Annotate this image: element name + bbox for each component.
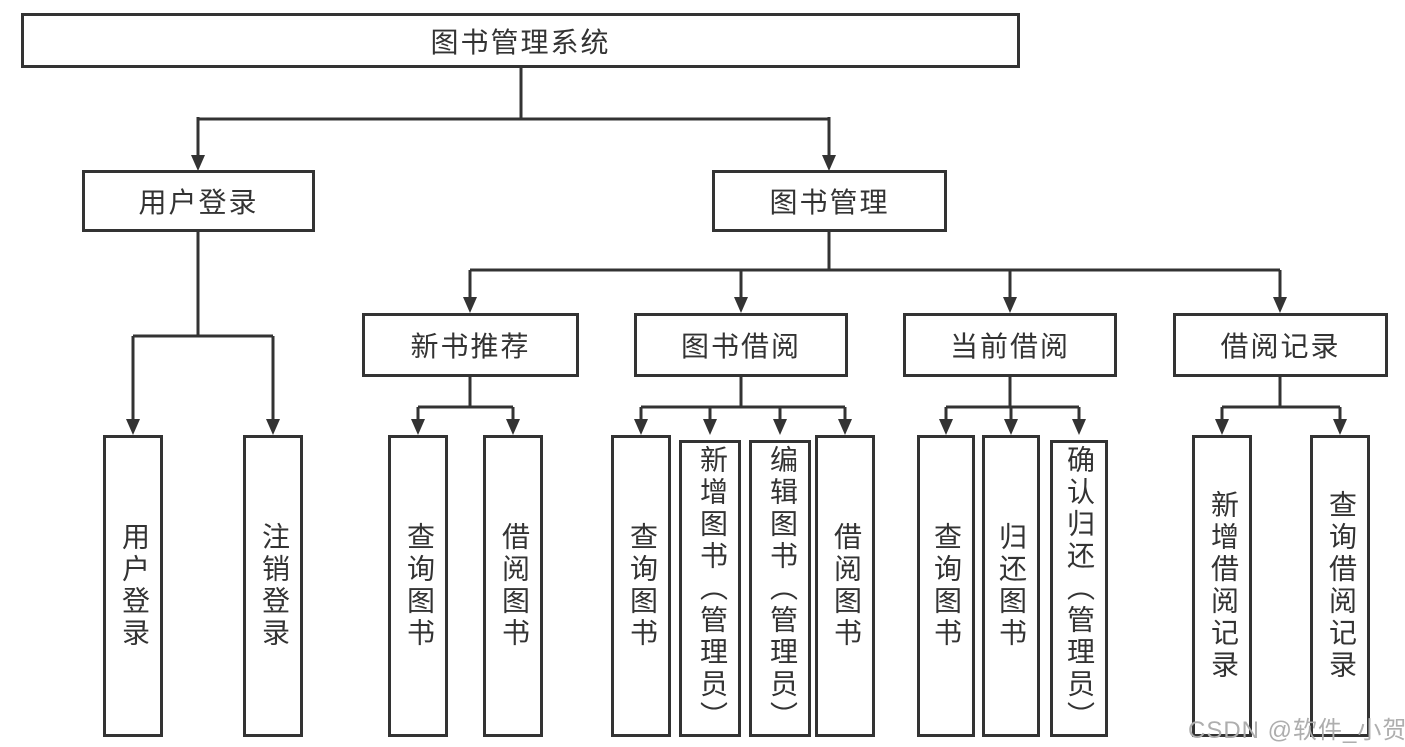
csdn-watermark: CSDN @软件_小贺同学 [1188,717,1405,744]
node-current-borrowing: 当前借阅 [903,313,1117,377]
leaf-return-books: 归还图书 [982,435,1040,737]
leaf-logout: 注销登录 [243,435,303,737]
leaf-query-books-current: 查询图书 [917,435,975,737]
node-book-management: 图书管理 [712,170,947,232]
leaf-add-borrowing-record: 新增借阅记录 [1192,435,1252,737]
leaf-edit-books-admin: 编辑图书（管理员） [749,440,811,737]
leaf-borrow-books-recommendation: 借阅图书 [483,435,543,737]
leaf-add-books-admin: 新增图书（管理员） [679,440,741,737]
leaf-query-borrowing-record: 查询借阅记录 [1310,435,1370,737]
node-library-management-system: 图书管理系统 [21,13,1020,68]
leaf-query-books-borrowing: 查询图书 [611,435,671,737]
node-new-book-recommendation: 新书推荐 [362,313,579,377]
leaf-query-books-recommendation: 查询图书 [388,435,448,737]
node-book-borrowing: 图书借阅 [634,313,848,377]
leaf-borrow-books: 借阅图书 [815,435,875,737]
leaf-user-login: 用户登录 [103,435,163,737]
node-user-login: 用户登录 [82,170,315,232]
leaf-confirm-return-admin: 确认归还（管理员） [1050,440,1108,737]
node-borrowing-records: 借阅记录 [1173,313,1388,377]
